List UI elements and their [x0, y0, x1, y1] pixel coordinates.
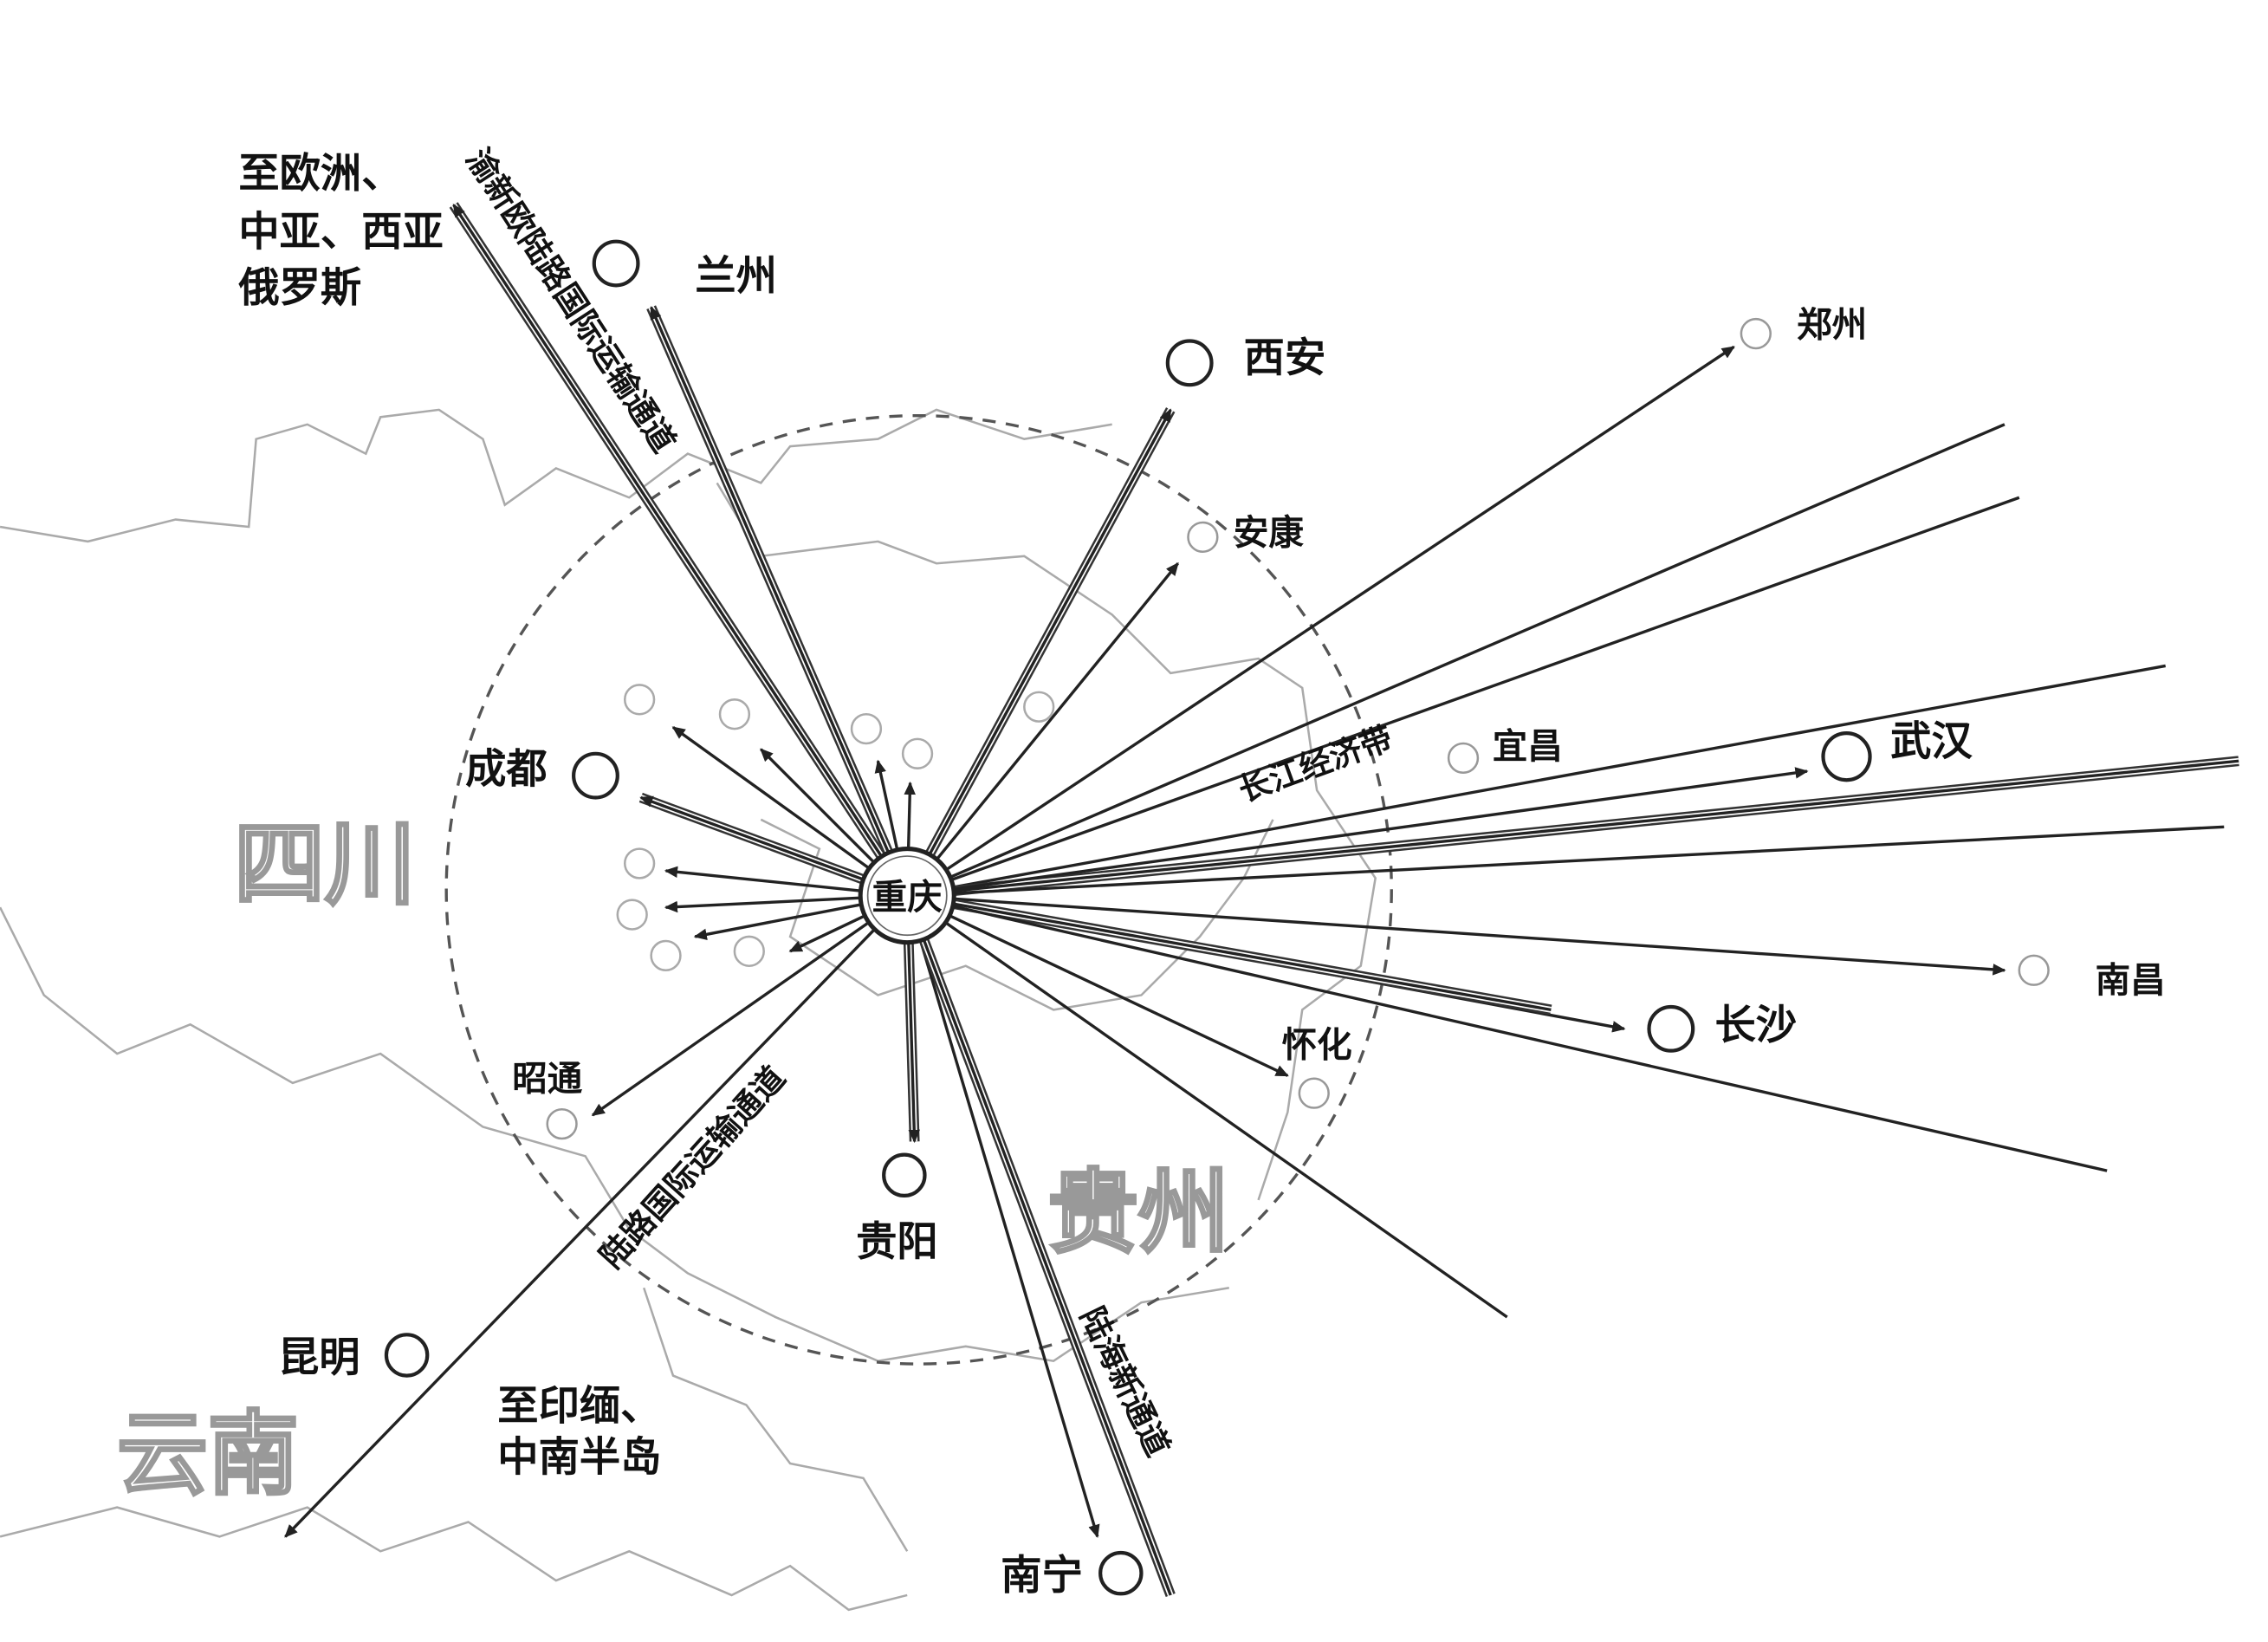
- minor-nodes: [616, 684, 1055, 972]
- minor-node-circle: [650, 939, 682, 972]
- dest-line: 至欧洲、: [238, 150, 402, 198]
- corridor-ray: [906, 496, 2020, 898]
- city-label: 长沙: [1715, 1002, 1798, 1049]
- city-kunming[interactable]: 昆明: [278, 1333, 430, 1382]
- city-label: 怀化: [1282, 1023, 1352, 1065]
- hub-chongqing[interactable]: 重庆: [858, 847, 956, 945]
- city-circle-icon: [1447, 742, 1480, 775]
- arrow-ray: [906, 894, 1289, 1077]
- city-label: 南昌: [2096, 959, 2166, 1001]
- minor-node-circle: [623, 847, 656, 879]
- city-ankang[interactable]: 安康: [1187, 511, 1305, 554]
- arrow-ray: [906, 767, 1809, 898]
- city-circle-icon: [1821, 731, 1872, 782]
- city-circle-icon: [592, 239, 640, 288]
- city-nanning[interactable]: 南宁: [1001, 1550, 1144, 1600]
- city-yichang[interactable]: 宜昌: [1447, 725, 1563, 775]
- city-label: 昆明: [278, 1334, 360, 1382]
- arrow-ray: [907, 893, 2006, 976]
- minor-node-circle: [733, 935, 765, 967]
- minor-node-circle: [623, 684, 656, 716]
- corridor-ray: [907, 759, 2239, 898]
- city-label: 昭通: [512, 1057, 583, 1099]
- corridor-ray: [907, 825, 2225, 898]
- dest-line: 中南半岛: [497, 1433, 661, 1481]
- arrow-ray: [906, 345, 1735, 898]
- city-label: 宜昌: [1493, 725, 1563, 767]
- city-guiyang[interactable]: 贵阳: [856, 1152, 938, 1267]
- city-circle-icon: [1647, 1004, 1695, 1053]
- city-circle-icon: [384, 1333, 430, 1378]
- corridor-yuxinou-label: 渝新欧陆路国际运输通道: [459, 142, 684, 459]
- city-zhengzhou[interactable]: 郑州: [1740, 303, 1867, 350]
- corridor-ray: [906, 894, 1508, 1319]
- corridor-land-label: 陆路国际运输通道: [593, 1059, 793, 1275]
- province-sichuan: 四川: [234, 812, 415, 918]
- city-circle-icon: [1165, 339, 1214, 387]
- destination-europe: 至欧洲、 中亚、西亚 俄罗斯: [237, 150, 443, 312]
- city-circle-icon: [1098, 1550, 1144, 1596]
- hub-label: 重庆: [872, 876, 943, 918]
- city-label: 武汉: [1890, 717, 1973, 765]
- city-circle-icon: [572, 751, 619, 800]
- city-huaihua[interactable]: 怀化: [1282, 1023, 1352, 1109]
- minor-node-circle: [616, 899, 648, 931]
- city-circle-icon: [1298, 1077, 1330, 1109]
- city-wuhan[interactable]: 武汉: [1821, 717, 1973, 782]
- arrow-ray: [905, 561, 1179, 897]
- city-circle-icon: [1740, 317, 1772, 350]
- minor-node-circle: [1023, 691, 1055, 723]
- city-chengdu[interactable]: 成都: [465, 746, 619, 800]
- city-label: 南宁: [1001, 1552, 1083, 1600]
- city-label: 贵阳: [856, 1218, 938, 1266]
- city-label: 西安: [1244, 334, 1326, 382]
- dest-line: 中亚、西亚: [238, 209, 443, 256]
- corridor-rays: [284, 202, 2239, 1598]
- city-circle-icon: [1187, 521, 1219, 554]
- corridor-ray: [906, 893, 2108, 1172]
- arrow-ray: [905, 895, 1100, 1539]
- city-nanchang[interactable]: 南昌: [2018, 954, 2166, 1001]
- province-yunnan: 云南: [117, 1401, 298, 1507]
- city-label: 安康: [1234, 511, 1305, 553]
- province-labels: 四川 贵州 云南: [115, 810, 1230, 1509]
- city-label: 成都: [465, 746, 548, 794]
- corridor-ray: [905, 895, 1172, 1596]
- corridor-ray: [906, 664, 2167, 898]
- city-xian[interactable]: 西安: [1165, 334, 1326, 387]
- city-lanzhou[interactable]: 兰州: [592, 239, 777, 301]
- corridor-ray: [906, 893, 1552, 1012]
- city-circle-icon: [2018, 954, 2050, 986]
- corridor-ray: [906, 423, 2006, 898]
- province-guizhou: 贵州: [1047, 1160, 1228, 1266]
- city-circle-icon: [882, 1152, 927, 1197]
- arrow-ray: [905, 408, 1172, 897]
- minor-node-circle: [718, 698, 751, 730]
- arrow-ray: [284, 894, 909, 1538]
- city-label: 郑州: [1797, 303, 1867, 345]
- city-changsha[interactable]: 长沙: [1647, 1002, 1798, 1053]
- province-borders: [0, 408, 1377, 1612]
- dest-line: 俄罗斯: [237, 264, 361, 312]
- arrow-ray: [452, 204, 909, 897]
- city-circle-icon: [546, 1107, 578, 1140]
- city-zhaotong[interactable]: 昭通: [512, 1057, 583, 1140]
- minor-node-circle: [850, 712, 883, 745]
- dest-line: 至印缅、: [497, 1382, 661, 1430]
- arrow-ray: [650, 306, 909, 897]
- minor-node-circle: [901, 737, 934, 769]
- corridor-yangtze-label: 长江经济带: [1234, 719, 1397, 809]
- destination-indochina: 至印缅、 中南半岛: [497, 1382, 661, 1481]
- city-label: 兰州: [695, 252, 777, 300]
- one-hour-radius-circle: [444, 413, 1393, 1366]
- arrow-ray: [591, 894, 909, 1117]
